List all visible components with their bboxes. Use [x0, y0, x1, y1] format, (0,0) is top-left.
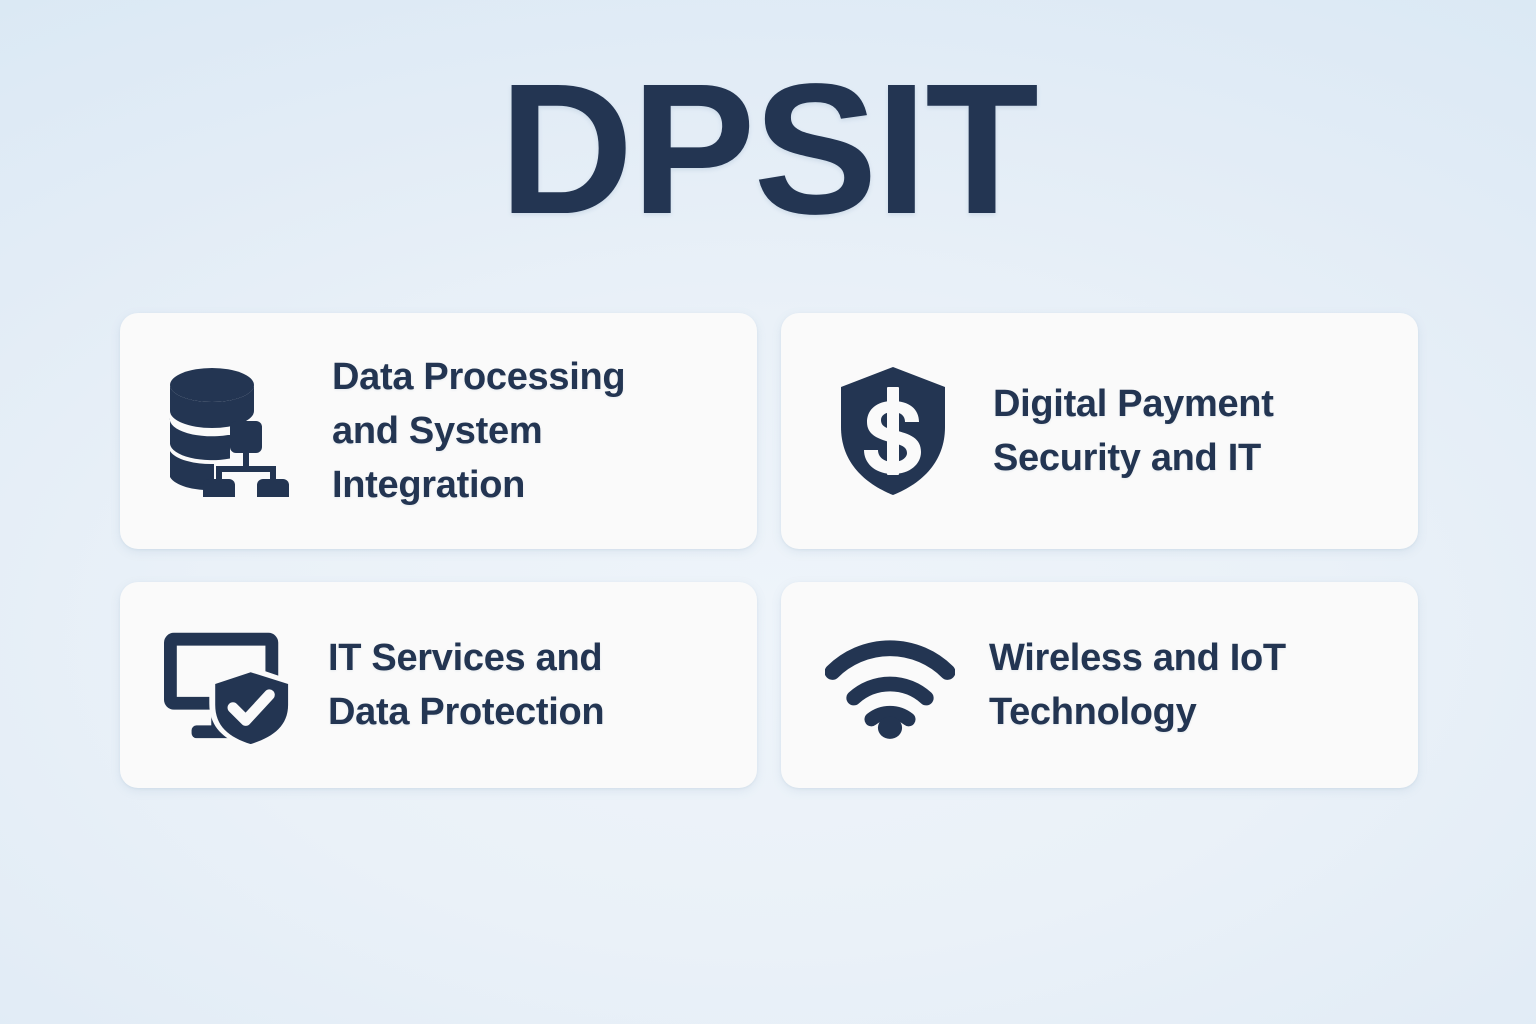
monitor-shield-check-icon [164, 626, 294, 744]
card-it-services-and-data-protection[interactable]: IT Services and Data Protection [120, 582, 757, 788]
card-label: Digital Payment Security and IT [993, 383, 1274, 479]
card-data-processing-and-system-integration[interactable]: Data Processing and System Integration [120, 313, 757, 549]
card-label: Wireless and IoT Technology [989, 637, 1286, 733]
card-wireless-and-iot-technology[interactable]: Wireless and IoT Technology [781, 582, 1418, 788]
page-title: DPSIT [499, 46, 1039, 253]
card-label: Data Processing and System Integration [332, 356, 626, 506]
wifi-icon [825, 626, 955, 744]
card-label: IT Services and Data Protection [328, 637, 605, 733]
card-digital-payment-security-and-it[interactable]: Digital Payment Security and IT [781, 313, 1418, 549]
title-section: DPSIT [0, 0, 1536, 300]
shield-dollar-icon [827, 365, 959, 497]
database-network-icon [166, 365, 298, 497]
feature-card-grid: Data Processing and System Integration D… [120, 313, 1418, 788]
